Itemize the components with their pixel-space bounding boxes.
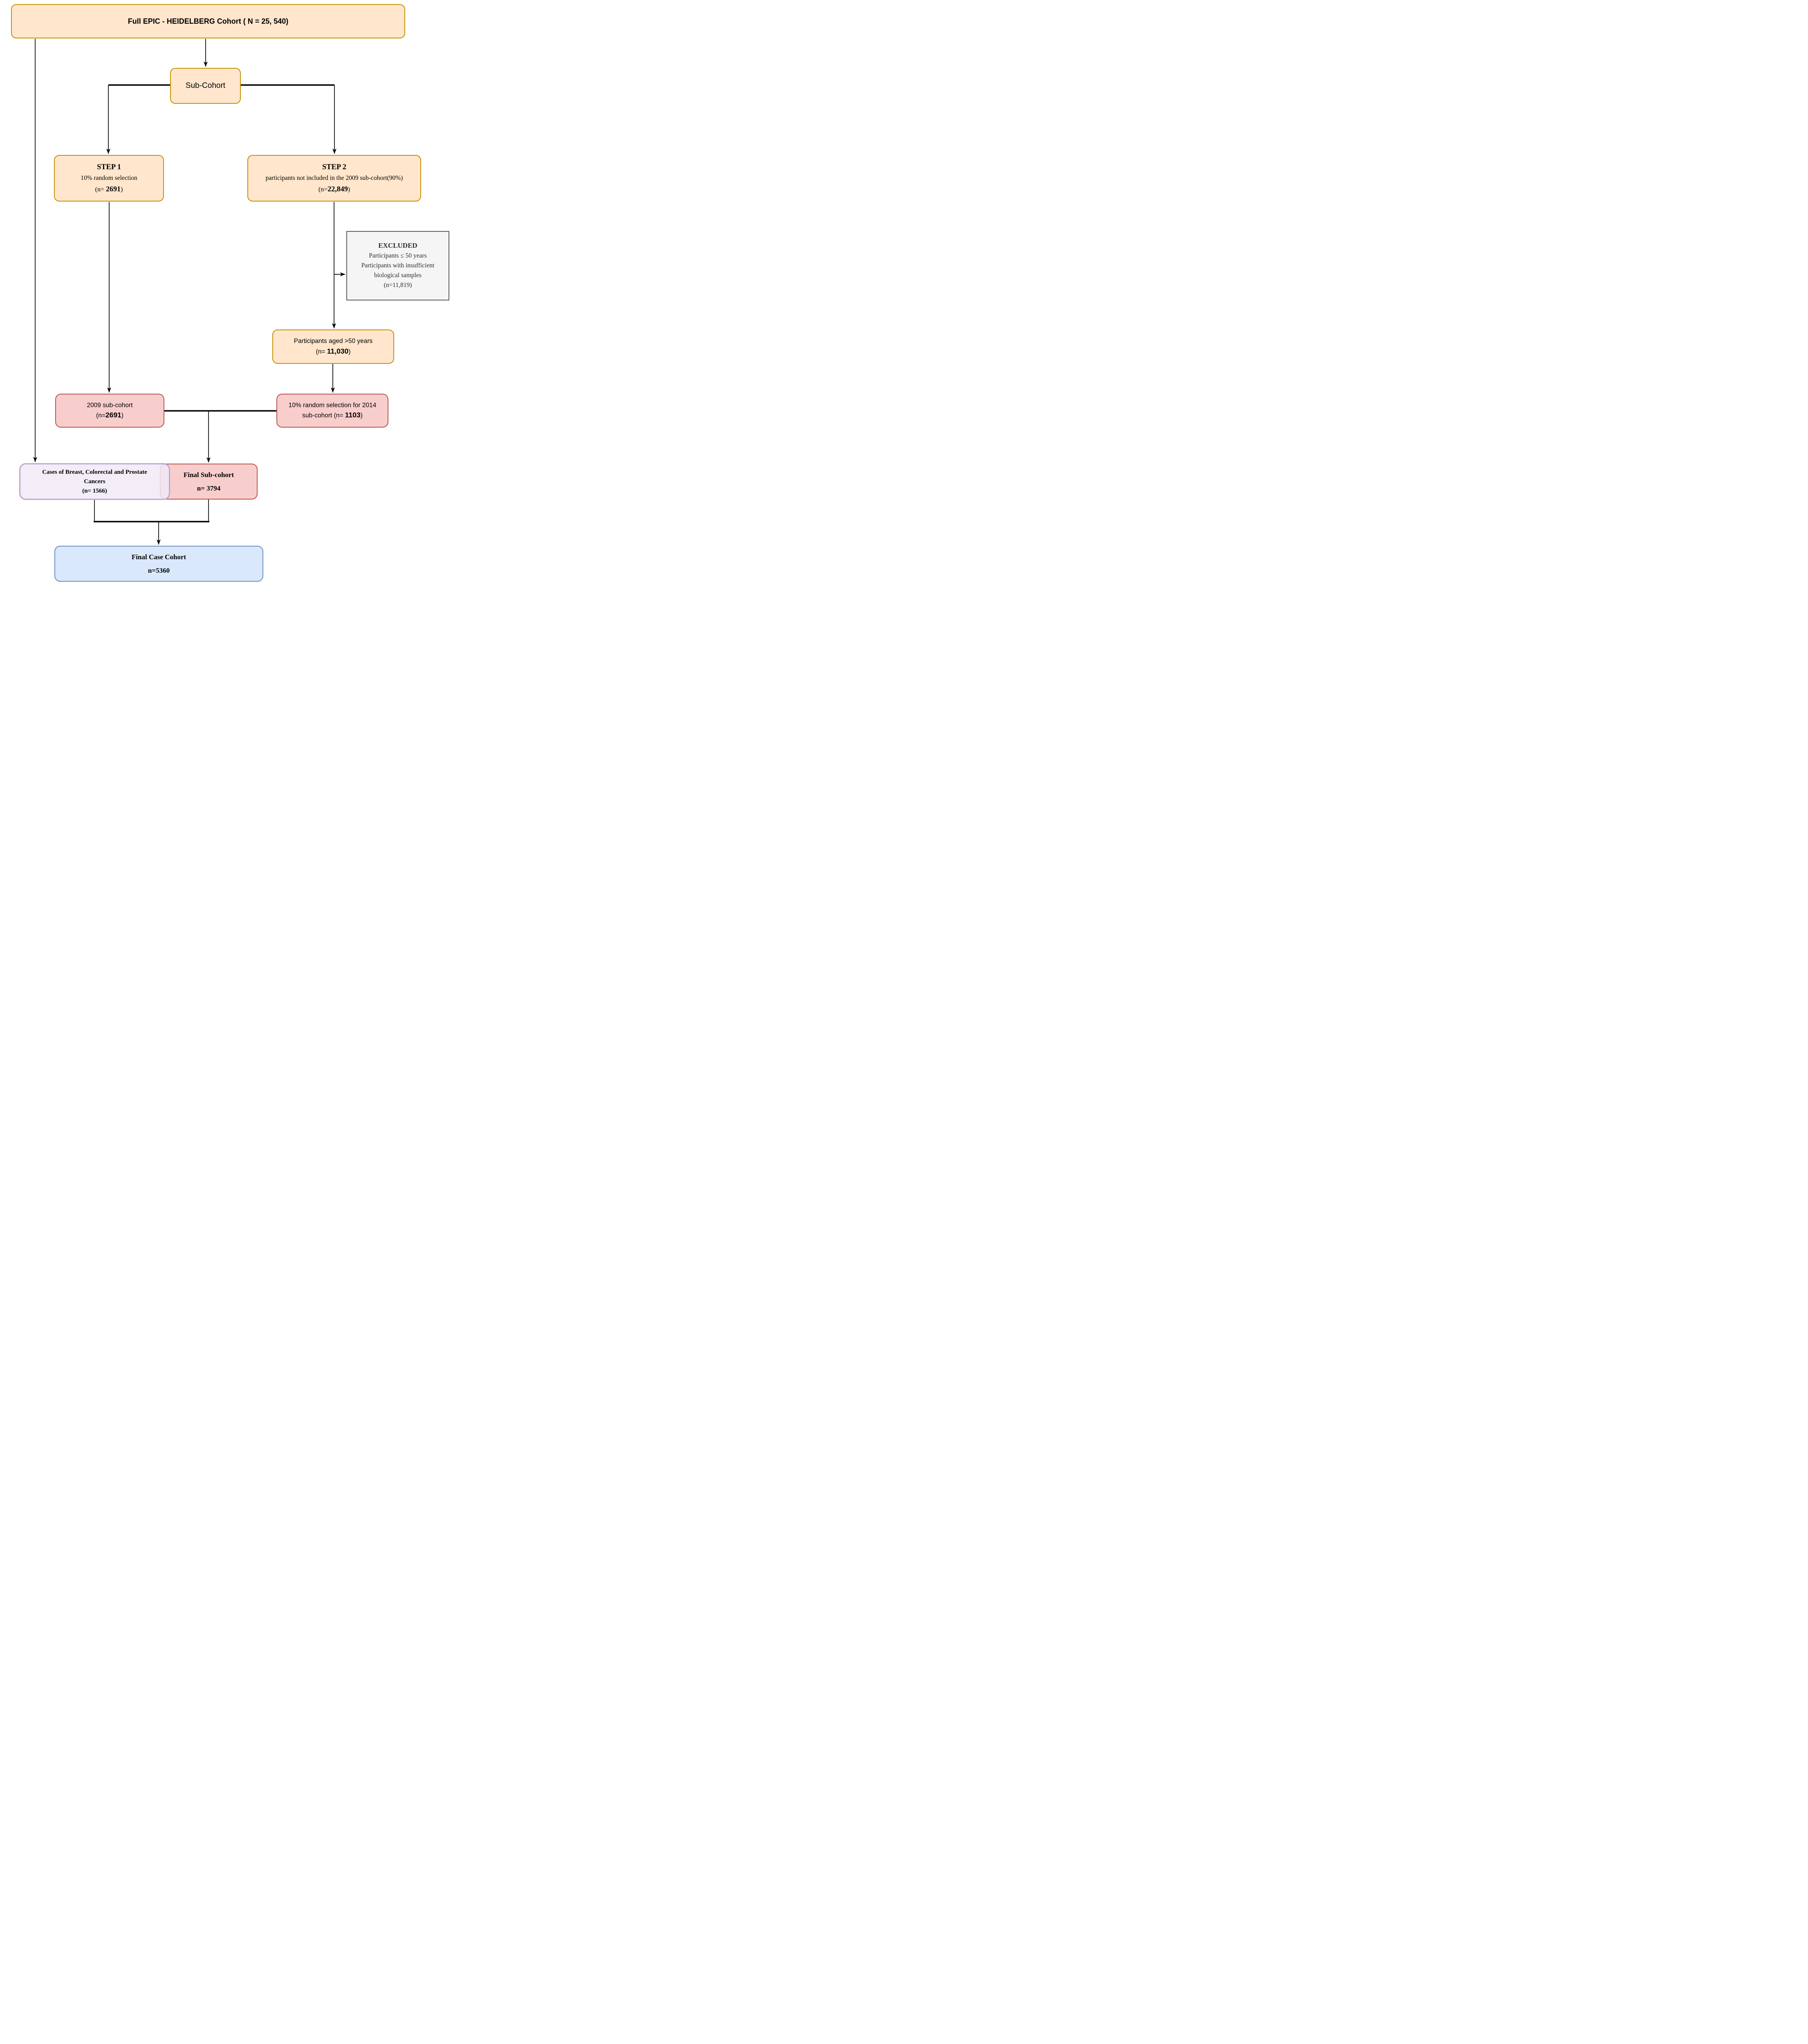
full-cohort-label: Full EPIC - HEIDELBERG Cohort ( N = 25, … <box>128 17 289 25</box>
cases-line1: Cases of Breast, Colorectal and Prostate <box>42 468 147 475</box>
step1-heading: STEP 1 <box>96 163 121 172</box>
aged-n-suffix: ) <box>348 348 351 355</box>
cases-line2: Cancers <box>84 478 105 485</box>
node-step2: STEP 2 participants not included in the … <box>247 155 421 202</box>
step1-n-prefix: (n= <box>95 186 106 193</box>
aged-n-prefix: (n= <box>316 348 327 355</box>
step2-heading: STEP 2 <box>322 163 347 172</box>
2009-n-suffix: ) <box>121 412 123 419</box>
excluded-line1: Participants ≤ 50 years <box>369 252 427 260</box>
2014-n-value: 1103 <box>345 411 361 419</box>
node-step1: STEP 1 10% random selection (n= 2691) <box>54 155 164 202</box>
aged-n-value: 11,030 <box>327 347 349 355</box>
2014-line2: sub-cohort (n= 1103) <box>302 411 363 420</box>
step1-n-value: 2691 <box>106 184 121 193</box>
2009-label: 2009 sub-cohort <box>87 401 133 409</box>
step2-desc: participants not included in the 2009 su… <box>265 175 403 182</box>
excluded-heading: EXCLUDED <box>378 241 417 249</box>
final-case-line1: Final Case Cohort <box>131 553 186 561</box>
2014-line1: 10% random selection for 2014 <box>288 401 377 409</box>
node-sub-cohort: Sub-Cohort <box>170 68 241 104</box>
aged-label: Participants aged >50 years <box>294 338 373 345</box>
step2-n-prefix: (n= <box>318 186 328 193</box>
final-case-line2: n=5360 <box>148 566 170 574</box>
2014-n-prefix: sub-cohort (n= <box>302 412 345 419</box>
final-sub-line1: Final Sub-cohort <box>183 471 234 479</box>
node-2014-selection: 10% random selection for 2014 sub-cohort… <box>276 394 388 428</box>
excluded-line3: biological samples <box>374 272 422 279</box>
node-final-case-cohort: Final Case Cohort n=5360 <box>54 546 263 582</box>
node-aged-over-50: Participants aged >50 years (n= 11,030) <box>272 329 394 364</box>
connector-layer <box>33 39 345 545</box>
node-excluded: EXCLUDED Participants ≤ 50 years Partici… <box>346 231 449 300</box>
2009-n-prefix: (n= <box>96 412 105 419</box>
2014-n-suffix: ) <box>360 412 363 419</box>
2009-n: (n=2691) <box>96 411 123 420</box>
step2-n-suffix: ) <box>348 186 350 193</box>
2009-n-value: 2691 <box>105 411 121 419</box>
excluded-line2: Participants with insufficient <box>361 262 435 269</box>
step2-n-value: 22,849 <box>328 184 348 193</box>
node-cancer-cases: Cases of Breast, Colorectal and Prostate… <box>19 463 170 500</box>
node-final-sub-cohort: Final Sub-cohort n= 3794 <box>160 464 258 500</box>
cases-line3: (n= 1566) <box>82 487 107 494</box>
excluded-line4: (n=11,819) <box>384 282 412 289</box>
node-full-cohort: Full EPIC - HEIDELBERG Cohort ( N = 25, … <box>11 4 405 38</box>
flowchart-canvas: Full EPIC - HEIDELBERG Cohort ( N = 25, … <box>0 0 452 584</box>
aged-n: (n= 11,030) <box>316 347 351 356</box>
step1-desc: 10% random selection <box>81 175 137 182</box>
step1-n: (n= 2691) <box>95 184 123 194</box>
node-2009-sub-cohort: 2009 sub-cohort (n=2691) <box>55 394 164 428</box>
step1-n-suffix: ) <box>121 186 123 193</box>
step2-n: (n=22,849) <box>319 184 350 194</box>
final-sub-line2: n= 3794 <box>197 484 221 492</box>
sub-cohort-label: Sub-Cohort <box>185 81 226 90</box>
